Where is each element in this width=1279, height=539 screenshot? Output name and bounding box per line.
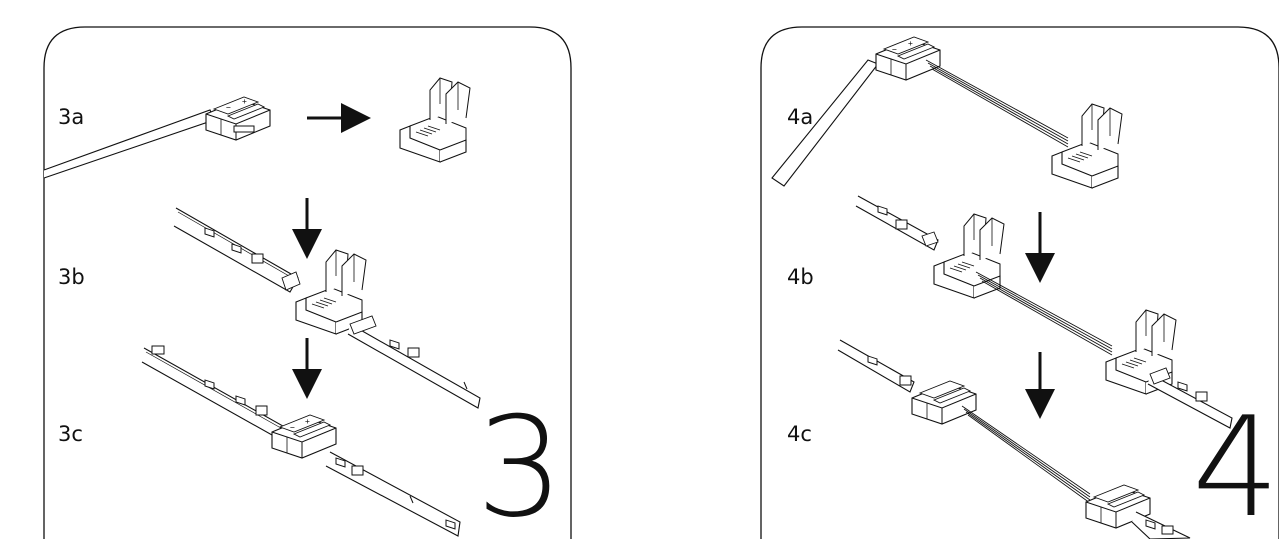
step-4c-illustration (837, 339, 1191, 539)
step-3c-label: 3c (58, 422, 83, 446)
step-3a-label: 3a (58, 105, 84, 129)
step-3a-illustration: − + (43, 77, 471, 179)
plus-mark-3c: + (305, 417, 310, 426)
step-3b-label: 3b (58, 265, 85, 289)
minus-mark: − (226, 103, 231, 112)
step-4a-label: 4a (787, 105, 813, 129)
step-4b-label: 4b (787, 265, 814, 289)
panel-3: 3a 3b 3c 3 − + (43, 26, 572, 539)
minus-mark-3c: − (290, 423, 295, 432)
panel-4-frame (760, 26, 1279, 539)
step-4a-illustration: − + (771, 36, 1123, 189)
step-3c-illustration: − + (141, 338, 461, 537)
panel-3-frame (43, 26, 572, 539)
plus-mark: + (242, 97, 247, 106)
step-number-3: 3 (476, 387, 564, 539)
panel-4: 4a 4b 4c 4 − + (760, 26, 1279, 539)
step-4b-illustration (855, 195, 1233, 429)
minus-mark-4a: − (892, 45, 897, 54)
step-3b-illustration (173, 198, 481, 409)
plus-mark-4a: + (908, 39, 913, 48)
step-4c-label: 4c (787, 422, 812, 446)
